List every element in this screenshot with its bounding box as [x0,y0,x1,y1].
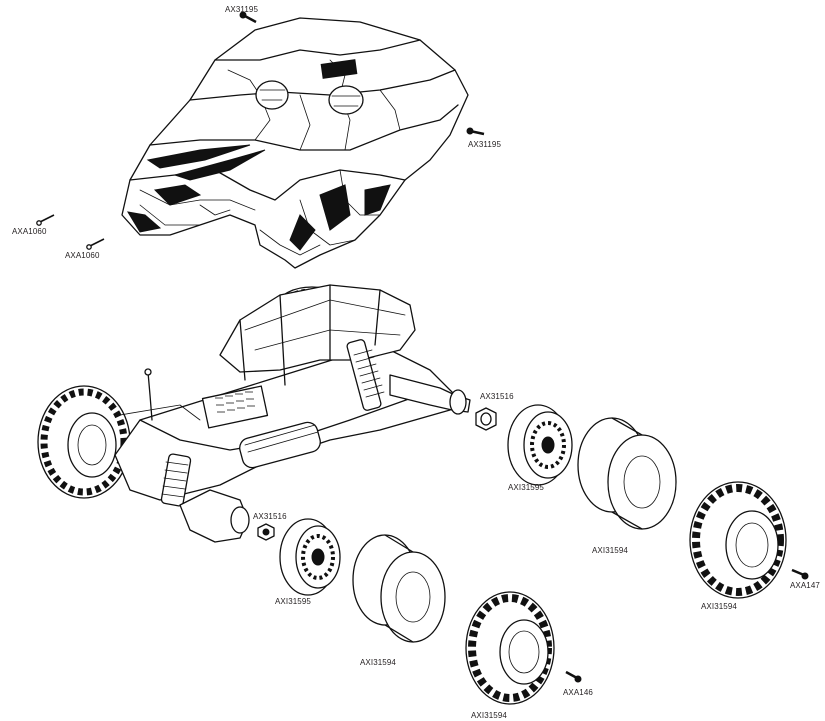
wheel-front-part [507,404,573,486]
chassis-assembly [37,284,471,543]
body-shell [121,17,469,269]
label-foam-rear: AXI31594 [360,658,396,667]
tire-rear-part [465,591,555,705]
body-screw-top-part [239,11,257,24]
label-tire-front: AXI31594 [701,602,737,611]
screw-rear-part [565,670,582,683]
label-tire-rear: AXI31594 [471,711,507,720]
label-hex-rear: AX31516 [253,512,287,521]
label-wheel-front: AXI31595 [508,483,544,492]
label-wheel-rear: AXI31595 [275,597,311,606]
label-hex-front: AX31516 [480,392,514,401]
foam-front-part [577,417,677,530]
foam-rear-part [352,534,446,643]
label-screw-front: AXA147 [790,581,820,590]
label-screw-rear: AXA146 [563,688,593,697]
tire-front-part [689,481,787,599]
label-foam-front: AXI31594 [592,546,628,555]
label-body-screw-right: AX31195 [468,140,502,149]
pin-a-part [36,214,55,226]
body-screw-right-part [466,127,485,136]
label-pin-b: AXA1060 [65,251,100,260]
hex-rear-part [257,523,275,541]
screw-front-part [791,568,809,580]
label-body-screw-top: AX31195 [225,5,259,14]
hex-front-part [475,407,497,431]
label-pin-a: AXA1060 [12,227,47,236]
pin-b-part [86,238,105,250]
wheel-rear-part [279,518,341,596]
